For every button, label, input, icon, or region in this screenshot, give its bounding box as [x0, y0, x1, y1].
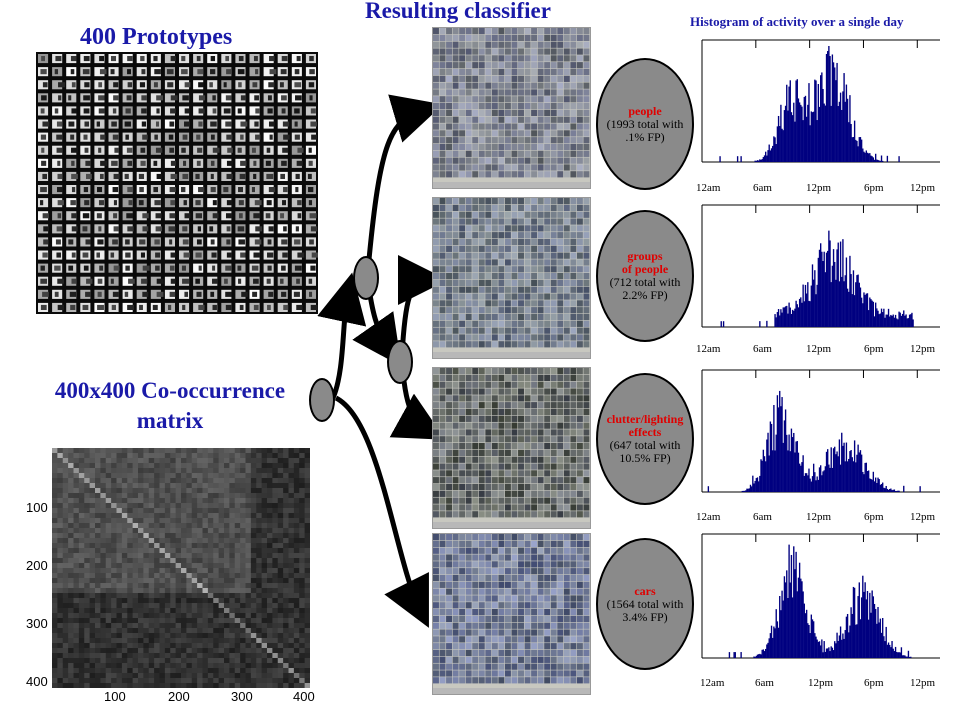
- class-name: cars: [634, 583, 656, 598]
- hour-label: 12am: [696, 182, 721, 194]
- class-name: clutter/lighting: [606, 412, 684, 426]
- cooccurrence-title-line1: 400x400 Co-occurrence: [54, 378, 286, 403]
- hour-label: 6am: [753, 182, 772, 194]
- histogram-groups: 12am 6am 12pm 6pm 12pm: [690, 201, 948, 355]
- class-name-line2: effects: [628, 425, 662, 439]
- class-fp: .1% FP): [625, 129, 665, 144]
- histogram-clutter: 12am 6am 12pm 6pm 12pm: [690, 366, 948, 523]
- class-node-groups: groups of people (712 total with 2.2% FP…: [596, 210, 694, 342]
- hour-label: 6pm: [864, 343, 884, 355]
- class-count: (1993 total with: [606, 116, 684, 131]
- prototype-grid-image: [36, 52, 318, 314]
- split-node: [353, 256, 379, 300]
- hour-label: 12pm: [910, 677, 936, 689]
- hour-label: 6pm: [864, 677, 884, 689]
- class-sample-panel: [432, 367, 591, 529]
- class-fp: 10.5% FP): [619, 451, 671, 465]
- hour-label: 12am: [700, 677, 725, 689]
- sample-mosaic: [433, 534, 590, 684]
- hour-label: 6am: [755, 677, 774, 689]
- hour-label: 12pm: [910, 182, 936, 194]
- class-sample-panel: [432, 27, 591, 189]
- sample-mosaic: [433, 198, 590, 348]
- cooccurrence-matrix-image: [52, 448, 310, 688]
- class-sample-panel: [432, 197, 591, 359]
- class-count: (1564 total with: [606, 596, 684, 611]
- histogram-cars: 12am 6am 12pm 6pm 12pm: [690, 530, 948, 689]
- class-name: groups: [627, 249, 663, 263]
- matrix-x-tick: 300: [231, 689, 253, 704]
- classifier-title: Resulting classifier: [365, 0, 551, 23]
- hour-label: 12pm: [806, 511, 832, 523]
- root-node: [309, 378, 335, 422]
- sample-mosaic: [433, 368, 590, 518]
- class-name: people: [628, 103, 662, 118]
- matrix-y-tick: 300: [26, 616, 48, 631]
- matrix-x-tick: 200: [168, 689, 190, 704]
- hour-label: 6pm: [864, 511, 884, 523]
- prototypes-title: 400 Prototypes: [80, 24, 233, 50]
- class-fp: 2.2% FP): [622, 288, 668, 302]
- class-count: (647 total with: [609, 438, 681, 452]
- hour-label: 12pm: [806, 182, 832, 194]
- histogram-plot: [701, 369, 940, 493]
- hour-label: 12pm: [806, 343, 832, 355]
- hour-label: 6pm: [864, 182, 884, 194]
- cooccurrence-title-line2: matrix: [136, 408, 204, 433]
- histogram-plot: [701, 533, 940, 659]
- class-node-people: people (1993 total with .1% FP): [596, 58, 694, 190]
- histogram-plot: [701, 204, 940, 328]
- split-node: [387, 340, 413, 384]
- matrix-y-tick: 200: [26, 558, 48, 573]
- class-node-cars: cars (1564 total with 3.4% FP): [596, 538, 694, 670]
- class-count: (712 total with: [609, 275, 681, 289]
- histogram-plot: [701, 39, 940, 163]
- hour-label: 12pm: [910, 511, 936, 523]
- sample-mosaic: [433, 28, 590, 178]
- matrix-x-tick: 400: [293, 689, 315, 704]
- hour-label: 12pm: [808, 677, 834, 689]
- class-node-clutter: clutter/lighting effects (647 total with…: [596, 373, 694, 505]
- class-fp: 3.4% FP): [622, 609, 668, 624]
- class-sample-panel: [432, 533, 591, 695]
- histogram-people: 12am 6am 12pm 6pm 12pm: [690, 36, 948, 194]
- hour-label: 6am: [753, 511, 772, 523]
- cooccurrence-title: 400x400 Co-occurrence matrix: [20, 376, 320, 436]
- hour-label: 12am: [696, 343, 721, 355]
- matrix-y-tick: 100: [26, 500, 48, 515]
- hour-label: 12am: [696, 511, 721, 523]
- hour-label: 12pm: [910, 343, 936, 355]
- matrix-y-tick: 400: [26, 674, 48, 689]
- class-name-line2: of people: [621, 262, 669, 276]
- histogram-title: Histogram of activity over a single day: [690, 14, 904, 29]
- hour-label: 6am: [753, 343, 772, 355]
- matrix-x-tick: 100: [104, 689, 126, 704]
